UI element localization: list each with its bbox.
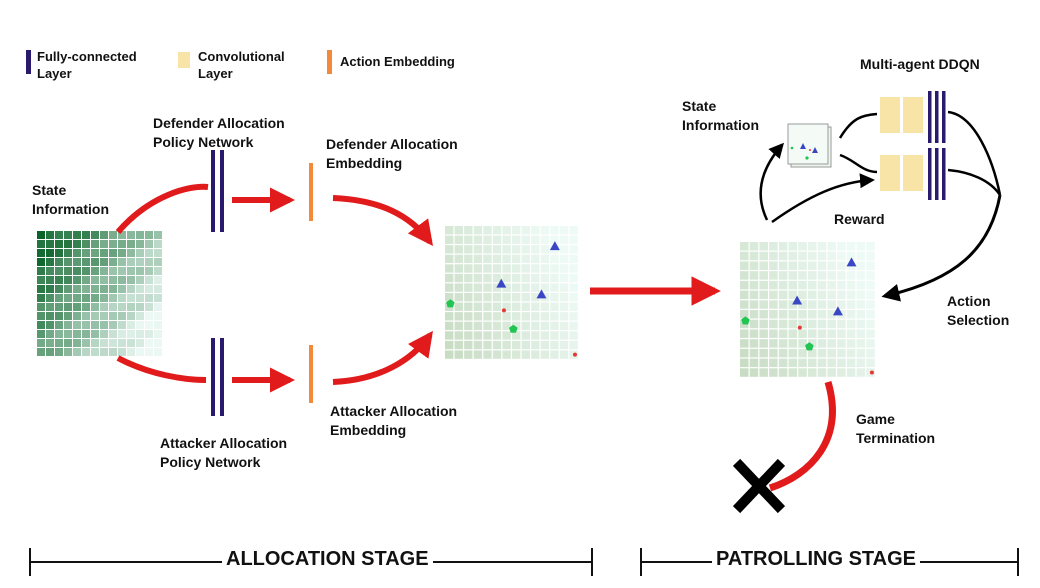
defender-marker — [846, 257, 857, 267]
arrow-state-to-defender — [115, 183, 209, 234]
attacker-marker — [509, 324, 518, 333]
defender-marker — [496, 278, 507, 288]
termination-x-icon — [732, 458, 786, 514]
arrow-state-to-conv-bottom — [839, 153, 878, 174]
defender-marker — [832, 306, 843, 316]
target-marker — [572, 352, 577, 357]
ddqn-conv-layers — [880, 97, 923, 191]
legend-fc-swatch — [26, 50, 31, 74]
arrow-defender-embed-to-grid — [332, 195, 434, 247]
arrow-action-selection — [881, 194, 1002, 302]
attacker-marker — [805, 342, 814, 351]
allocation-stage-label: ALLOCATION STAGE — [222, 548, 433, 571]
defender-marker — [549, 241, 560, 251]
defender-policy-fc-layer — [211, 150, 224, 232]
attacker-marker — [446, 299, 455, 308]
attacker-embedding-bar — [309, 345, 313, 403]
attacker-policy-fc-layer — [211, 338, 224, 416]
arrow-game-termination — [768, 381, 836, 492]
allocation-grid — [445, 226, 578, 359]
patrolling-stage-label: PATROLLING STAGE — [712, 548, 920, 571]
ddqn-label: Multi-agent DDQN — [860, 56, 980, 72]
arrow-grid-to-state — [759, 142, 784, 221]
arrow-state-to-conv-top — [838, 112, 878, 139]
arrow-reward — [771, 173, 875, 224]
defender-marker — [792, 295, 803, 305]
defender-marker — [536, 289, 547, 299]
legend-embed-label: Action Embedding — [340, 54, 455, 69]
ddqn-fc-layers — [928, 91, 946, 200]
legend-embed-swatch — [327, 50, 332, 74]
target-marker — [501, 308, 506, 313]
arrow-fc-bottom-out — [947, 168, 1002, 196]
arrow-state-to-attacker — [116, 355, 207, 383]
target-marker — [797, 325, 802, 330]
patrolling-grid — [740, 242, 875, 377]
state-heatmap — [37, 231, 162, 356]
state-info-thumbnail — [787, 123, 832, 168]
defender-embedding-bar — [309, 163, 313, 221]
arrow-fc-top-out — [947, 110, 1002, 196]
attacker-marker — [741, 316, 750, 325]
target-marker — [869, 370, 874, 375]
arrow-attacker-embed-to-grid — [332, 330, 433, 385]
legend-conv-swatch — [178, 52, 190, 68]
reward-label: Reward — [834, 211, 885, 227]
